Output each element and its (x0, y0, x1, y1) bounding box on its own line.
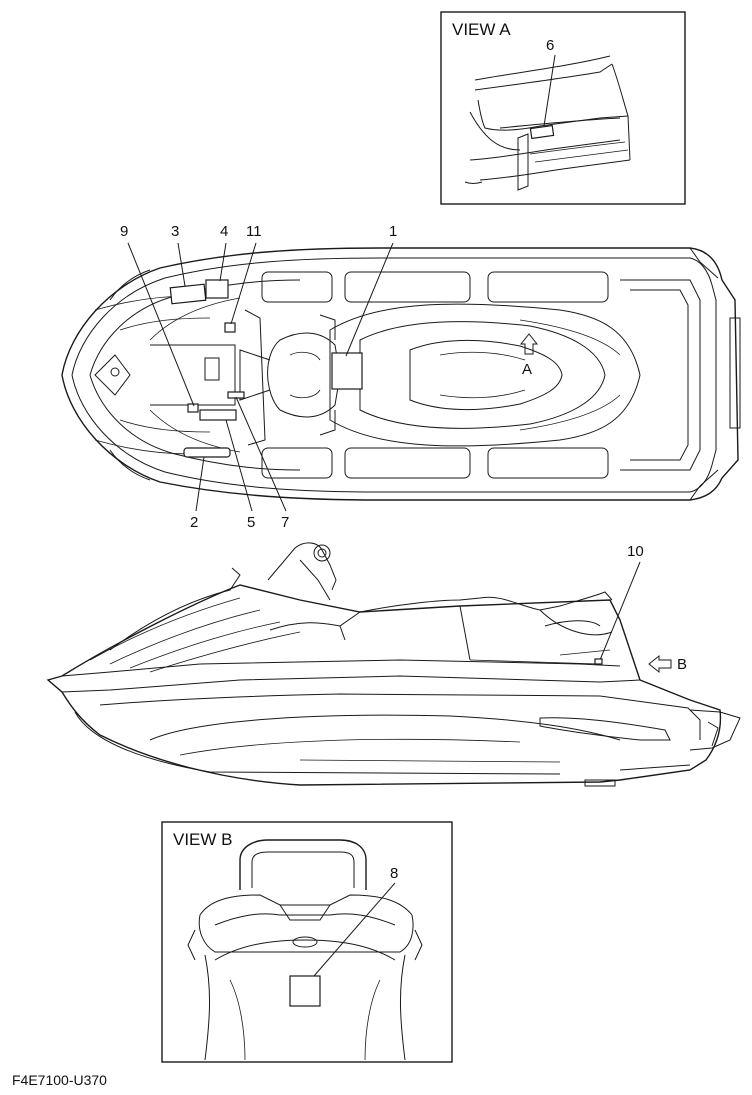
decal-6 (529, 124, 555, 140)
callout-9: 9 (120, 223, 128, 240)
callout-1: 1 (389, 223, 397, 240)
view-arrow-icon (648, 654, 672, 674)
view-arrow-icon (519, 333, 539, 355)
arrow-label-b: B (677, 656, 687, 673)
leader-8 (313, 882, 396, 977)
top-view: 9 3 4 11 1 2 5 7 (61, 223, 741, 531)
leader-9 (127, 242, 195, 407)
callout-10: 10 (627, 543, 644, 560)
leader-1 (345, 242, 394, 357)
view-a-title: VIEW A (452, 20, 511, 39)
callout-8: 8 (390, 865, 398, 882)
leader-5 (225, 419, 253, 512)
decal-8 (289, 975, 321, 1007)
leader-4 (219, 242, 227, 282)
callout-6: 6 (546, 37, 554, 54)
decal-1 (331, 352, 363, 390)
leader-3 (177, 242, 186, 287)
decal-3 (169, 283, 207, 305)
leader-10 (599, 561, 641, 661)
callout-5: 5 (247, 514, 255, 531)
arrow-label-a: A (522, 361, 532, 378)
view-b-panel: VIEW B 8 (161, 821, 453, 1063)
side-view: 10 (46, 542, 741, 787)
callout-3: 3 (171, 223, 179, 240)
leader-6 (543, 54, 556, 127)
decal-2 (183, 447, 231, 458)
callout-11: 11 (246, 223, 262, 240)
view-b-title: VIEW B (173, 830, 233, 849)
view-b-frame (161, 821, 453, 1063)
view-a-frame (440, 11, 686, 205)
leader-7 (235, 396, 287, 512)
leader-11 (230, 242, 257, 325)
decal-10 (594, 658, 603, 665)
decal-5 (199, 409, 237, 421)
callout-2: 2 (190, 514, 198, 531)
callout-7: 7 (281, 514, 289, 531)
decal-4 (205, 279, 229, 299)
view-a-panel: VIEW A 6 (440, 11, 686, 205)
decal-11 (224, 322, 236, 333)
figure-code: F4E7100-U370 (12, 1072, 107, 1088)
leader-2 (195, 456, 205, 512)
decal-9 (187, 403, 199, 413)
callout-4: 4 (220, 223, 228, 240)
